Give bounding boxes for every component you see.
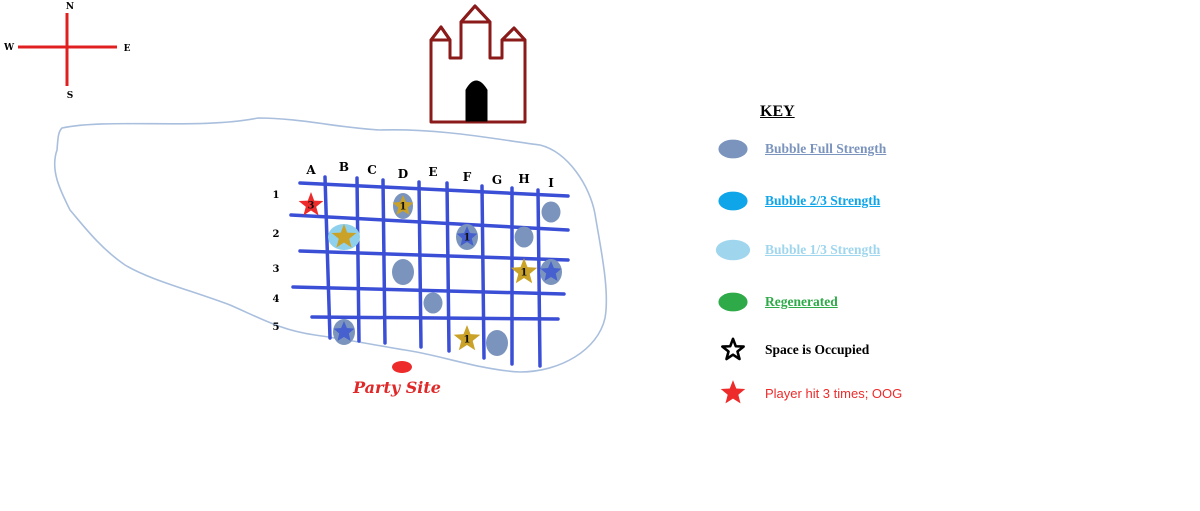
bubble-icon [718,139,748,159]
column-label: G [492,173,502,187]
grid-line [298,181,570,198]
marker-h2 [514,226,534,248]
grid-line [417,180,423,349]
column-label: D [398,167,408,181]
castle-door [465,80,488,122]
bubble [514,226,534,248]
marker-d3 [392,259,414,285]
marker-i1 [541,201,561,223]
key-swatch [715,337,751,363]
key-item: Bubble 2/3 Strength [715,186,880,216]
row-label: 2 [273,229,280,240]
star-icon [333,321,355,341]
party-site-marker [392,361,412,373]
grid-line [381,178,387,345]
bubble [541,201,561,223]
hit-count: 1 [521,268,528,279]
row-label: 1 [273,190,280,201]
marker-b5 [333,319,355,345]
row-labels: 1 2 3 4 5 [273,190,280,333]
star-icon [510,258,538,284]
column-label: B [339,160,349,174]
star-icon [453,325,481,351]
star-icon [540,261,562,281]
compass-east: E [124,44,131,54]
hit-count: 1 [464,335,471,346]
bubble-icon [715,239,751,261]
column-labels: A B C D E F G H I [305,160,554,190]
compass-south: S [67,91,74,101]
bubble [392,259,414,285]
star-icon [331,224,357,248]
star-red-icon [720,380,746,404]
column-label: C [367,163,377,177]
column-label: E [428,165,437,179]
bubble-icon [718,292,748,312]
key-item: Space is Occupied [715,335,869,365]
star-outline-icon [721,337,745,361]
grid-line [355,176,361,343]
hit-count: 3 [308,201,315,212]
column-label: A [305,163,316,177]
key-swatch [715,380,751,406]
key-item: Bubble 1/3 Strength [715,235,880,265]
grid-line [323,175,332,340]
key-label: Regenerated [765,294,838,309]
marker-h3: 1 [510,258,538,284]
key-label: Bubble 1/3 Strength [765,242,881,257]
key-label: Player hit 3 times; OOG [765,385,903,401]
key-label: Bubble Full Strength [765,141,887,156]
star-icon [456,226,478,246]
key-item: Bubble Full Strength [715,134,886,164]
key-label: Space is Occupied [765,342,870,357]
party-site-label: Party Site [352,378,441,397]
marker-d1: 1 [392,193,414,219]
hit-count: 1 [400,202,407,213]
grid-line [291,285,566,296]
compass: N S E W [3,2,131,101]
star-icon [298,192,324,216]
row-label: 4 [273,294,280,305]
key-swatch [715,289,751,315]
markers: 3 1 1 1 1 [298,192,562,356]
key-item: Player hit 3 times; OOG [715,378,902,408]
castle-icon [429,4,527,124]
compass-north: N [66,2,74,12]
row-label: 3 [273,264,280,275]
row-label: 5 [273,322,280,333]
column-label: H [518,172,529,186]
key-title: KEY [760,103,795,120]
marker-f2: 1 [456,224,478,250]
column-label: F [463,170,472,184]
grid-line [298,249,570,262]
key-swatch [715,136,751,162]
bubble [486,330,508,356]
marker-b2 [328,224,360,250]
marker-i3 [540,259,562,285]
hit-count: 1 [464,233,471,244]
marker-g5 [486,330,508,356]
key-label: Bubble 2/3 Strength [765,193,881,208]
bubble [423,292,443,314]
grid-line [310,315,560,321]
key-swatch [715,237,751,263]
marker-f5: 1 [453,325,481,351]
marker-e4 [423,292,443,314]
bubble-icon [718,191,748,211]
island-outline [53,117,608,373]
grid-line [445,181,451,353]
star-icon [392,195,414,215]
key-swatch [715,188,751,214]
column-label: I [548,176,554,190]
grid-line [480,184,486,360]
grid-line [536,188,542,368]
marker-a1: 3 [298,192,324,216]
key-item: Regenerated [715,287,838,317]
compass-west: W [3,43,15,53]
